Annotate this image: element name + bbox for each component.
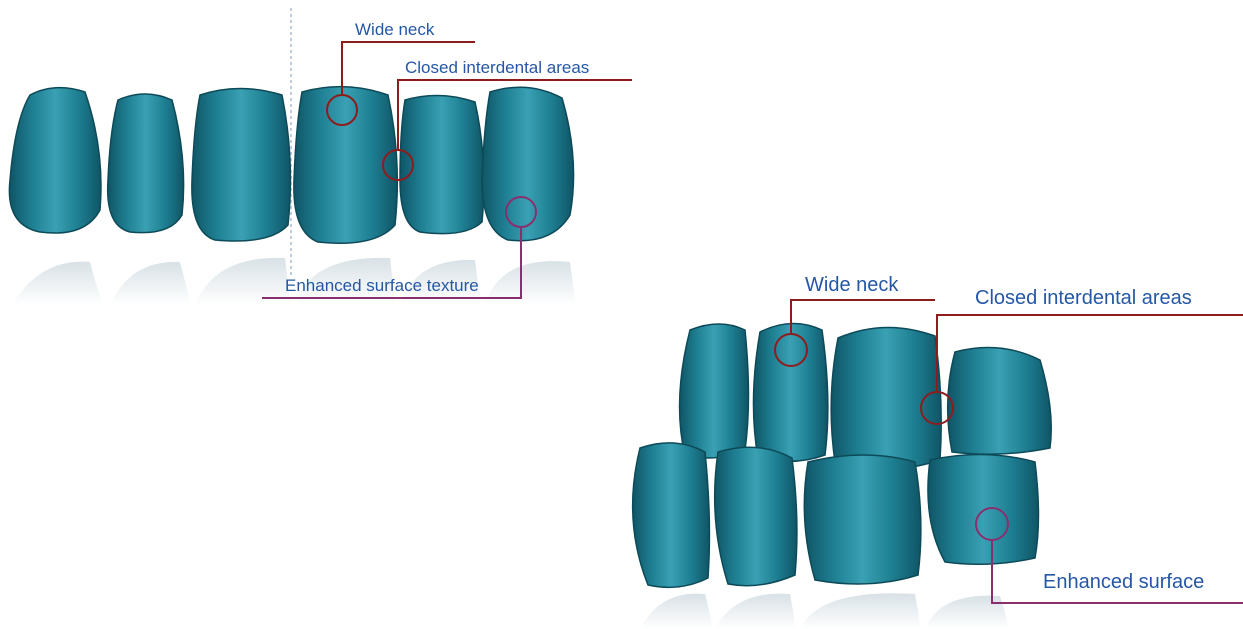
bottom-wide-neck-label: Wide neck	[805, 274, 899, 296]
tooth	[482, 87, 574, 241]
tooth	[192, 89, 291, 242]
bottom-reflection	[640, 593, 1008, 629]
top-wide-neck-label: Wide neck	[355, 20, 435, 39]
tooth	[928, 454, 1039, 564]
top-closed-interdental-label: Closed interdental areas	[405, 58, 589, 77]
bottom-closed-interdental-label: Closed interdental areas	[975, 287, 1192, 309]
top-enhanced-texture-label: Enhanced surface texture	[285, 276, 479, 295]
tooth	[715, 447, 797, 586]
tooth	[680, 324, 749, 458]
bottom-panel: Wide neck Closed interdental areas Enhan…	[633, 274, 1243, 629]
tooth	[294, 87, 397, 244]
top-panel: Wide neck Closed interdental areas Enhan…	[9, 8, 632, 305]
tooth	[9, 88, 101, 233]
tooth	[804, 455, 921, 584]
tooth	[108, 94, 184, 233]
tooth	[948, 348, 1052, 455]
tooth	[633, 443, 710, 587]
bottom-enhanced-surface-label: Enhanced surface	[1043, 571, 1204, 593]
tooth	[753, 323, 827, 461]
